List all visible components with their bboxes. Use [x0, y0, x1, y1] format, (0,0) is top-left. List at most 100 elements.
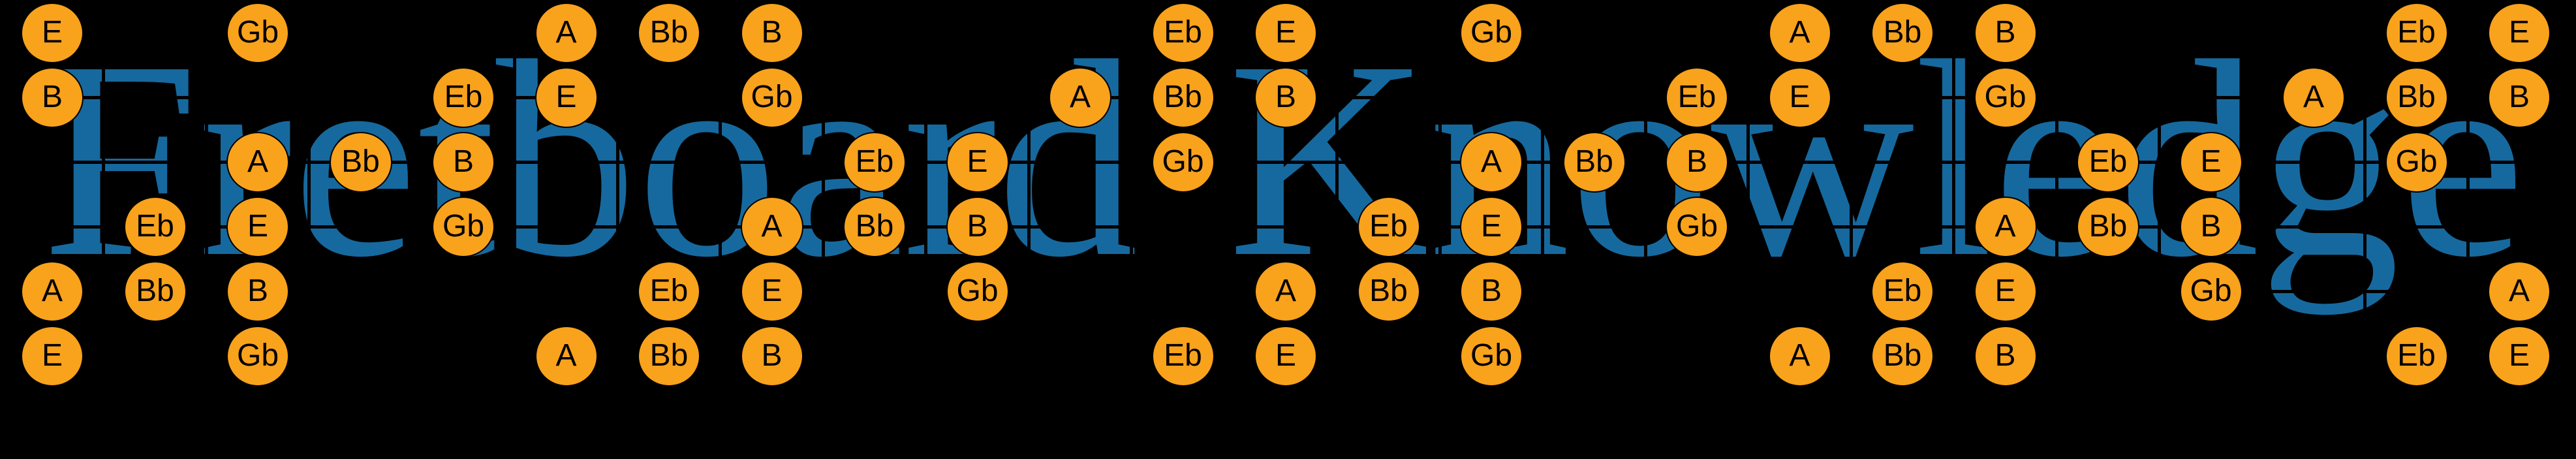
- note-B-s2-f12[interactable]: B: [1254, 67, 1317, 128]
- note-Eb-s3-f8[interactable]: Eb: [843, 131, 906, 193]
- note-Bb-s1-f18[interactable]: Bb: [1871, 2, 1934, 63]
- note-B-s4-f9[interactable]: B: [946, 196, 1009, 257]
- note-Gb-s2-f7[interactable]: Gb: [740, 67, 803, 128]
- note-label: Eb: [1164, 15, 1202, 50]
- note-label: Gb: [442, 209, 485, 244]
- note-E-s4-f2[interactable]: E: [226, 196, 289, 257]
- note-Eb-s3-f20[interactable]: Eb: [2077, 131, 2139, 193]
- note-label: E: [41, 15, 63, 50]
- note-Bb-s4-f20[interactable]: Bb: [2077, 196, 2139, 257]
- note-Bb-s3-f15[interactable]: Bb: [1562, 131, 1626, 193]
- note-Eb-s4-f13[interactable]: Eb: [1357, 196, 1420, 257]
- note-A-s4-f7[interactable]: A: [740, 196, 803, 257]
- note-A-s6-f5[interactable]: A: [535, 325, 598, 387]
- note-E-s1-f24[interactable]: E: [2488, 2, 2551, 63]
- fret-line-2: [204, 31, 208, 358]
- note-Bb-s2-f11[interactable]: Bb: [1151, 67, 1215, 128]
- note-label: A: [2508, 274, 2530, 308]
- note-E-s5-f19[interactable]: E: [1974, 261, 2037, 322]
- note-Bb-s5-f1[interactable]: Bb: [123, 261, 187, 322]
- note-Eb-s1-f23[interactable]: Eb: [2385, 2, 2448, 63]
- note-label: B: [247, 274, 268, 308]
- note-B-s1-f7[interactable]: B: [740, 2, 803, 63]
- note-E-s4-f14[interactable]: E: [1460, 196, 1523, 257]
- note-A-s5-f12[interactable]: A: [1254, 261, 1317, 322]
- note-B-s3-f4[interactable]: B: [432, 131, 495, 193]
- note-Eb-s2-f4[interactable]: Eb: [432, 67, 495, 128]
- note-B-s5-f2[interactable]: B: [226, 261, 289, 322]
- note-Eb-s6-f11[interactable]: Eb: [1151, 325, 1215, 387]
- note-Bb-s2-f23[interactable]: Bb: [2385, 67, 2448, 128]
- note-label: E: [967, 144, 988, 179]
- note-label: Eb: [444, 80, 483, 114]
- note-B-s2-f0[interactable]: B: [21, 67, 84, 128]
- note-Eb-s5-f6[interactable]: Eb: [638, 261, 700, 322]
- note-B-s5-f14[interactable]: B: [1460, 261, 1523, 322]
- note-Gb-s6-f14[interactable]: Gb: [1460, 325, 1523, 387]
- note-Gb-s5-f9[interactable]: Gb: [946, 261, 1009, 322]
- note-A-s6-f17[interactable]: A: [1768, 325, 1831, 387]
- note-label: A: [1069, 80, 1091, 114]
- note-A-s4-f19[interactable]: A: [1974, 196, 2037, 257]
- note-E-s1-f12[interactable]: E: [1254, 2, 1317, 63]
- note-E-s1-f0[interactable]: E: [21, 2, 84, 63]
- note-E-s6-f12[interactable]: E: [1254, 325, 1317, 387]
- note-E-s2-f17[interactable]: E: [1768, 67, 1831, 128]
- note-Eb-s1-f11[interactable]: Eb: [1151, 2, 1215, 63]
- note-label: Gb: [2190, 274, 2232, 308]
- note-Eb-s4-f1[interactable]: Eb: [123, 196, 187, 257]
- note-Gb-s6-f2[interactable]: Gb: [226, 325, 289, 387]
- note-A-s3-f2[interactable]: A: [226, 131, 289, 193]
- note-label: Gb: [236, 338, 279, 373]
- note-Eb-s2-f16[interactable]: Eb: [1666, 67, 1728, 128]
- note-E-s6-f24[interactable]: E: [2488, 325, 2551, 387]
- note-Eb-s5-f18[interactable]: Eb: [1871, 261, 1934, 322]
- note-label: Bb: [649, 15, 689, 50]
- note-Gb-s3-f11[interactable]: Gb: [1151, 131, 1215, 193]
- note-A-s2-f10[interactable]: A: [1049, 67, 1111, 128]
- note-label: B: [967, 209, 988, 244]
- note-B-s4-f21[interactable]: B: [2179, 196, 2242, 257]
- note-Gb-s4-f16[interactable]: Gb: [1666, 196, 1728, 257]
- note-Gb-s5-f21[interactable]: Gb: [2179, 261, 2242, 322]
- note-Bb-s4-f8[interactable]: Bb: [843, 196, 906, 257]
- fret-line-10: [1027, 31, 1031, 358]
- note-A-s3-f14[interactable]: A: [1460, 131, 1523, 193]
- note-A-s5-f0[interactable]: A: [21, 261, 84, 322]
- note-label: E: [1789, 80, 1810, 114]
- note-Gb-s2-f19[interactable]: Gb: [1974, 67, 2037, 128]
- note-E-s3-f9[interactable]: E: [946, 131, 1009, 193]
- note-Gb-s3-f23[interactable]: Gb: [2385, 131, 2448, 193]
- note-B-s6-f19[interactable]: B: [1974, 325, 2037, 387]
- note-E-s3-f21[interactable]: E: [2179, 131, 2242, 193]
- note-E-s2-f5[interactable]: E: [535, 67, 598, 128]
- fret-line-5: [513, 31, 517, 358]
- note-A-s1-f17[interactable]: A: [1768, 2, 1831, 63]
- note-label: Bb: [1883, 15, 1922, 50]
- note-Gb-s4-f4[interactable]: Gb: [432, 196, 495, 257]
- note-B-s2-f24[interactable]: B: [2488, 67, 2551, 128]
- note-Bb-s6-f6[interactable]: Bb: [638, 325, 700, 387]
- note-A-s2-f22[interactable]: A: [2282, 67, 2345, 128]
- note-label: Gb: [1470, 338, 1513, 373]
- note-B-s1-f19[interactable]: B: [1974, 2, 2037, 63]
- note-Gb-s1-f2[interactable]: Gb: [226, 2, 289, 63]
- note-E-s5-f7[interactable]: E: [740, 261, 803, 322]
- note-label: E: [247, 209, 268, 244]
- note-Bb-s3-f3[interactable]: Bb: [329, 131, 392, 193]
- fret-line-18: [1849, 31, 1853, 358]
- note-label: Gb: [236, 15, 279, 50]
- note-Eb-s6-f23[interactable]: Eb: [2385, 325, 2448, 387]
- note-B-s6-f7[interactable]: B: [740, 325, 803, 387]
- note-A-s5-f24[interactable]: A: [2488, 261, 2551, 322]
- note-E-s6-f0[interactable]: E: [21, 325, 84, 387]
- note-Bb-s6-f18[interactable]: Bb: [1871, 325, 1934, 387]
- note-A-s1-f5[interactable]: A: [535, 2, 598, 63]
- note-label: A: [1480, 144, 1502, 179]
- note-Gb-s1-f14[interactable]: Gb: [1460, 2, 1523, 63]
- note-Bb-s1-f6[interactable]: Bb: [638, 2, 700, 63]
- note-B-s3-f16[interactable]: B: [1666, 131, 1728, 193]
- fret-line-9: [924, 31, 928, 358]
- note-Bb-s5-f13[interactable]: Bb: [1357, 261, 1420, 322]
- note-label: Bb: [855, 209, 894, 244]
